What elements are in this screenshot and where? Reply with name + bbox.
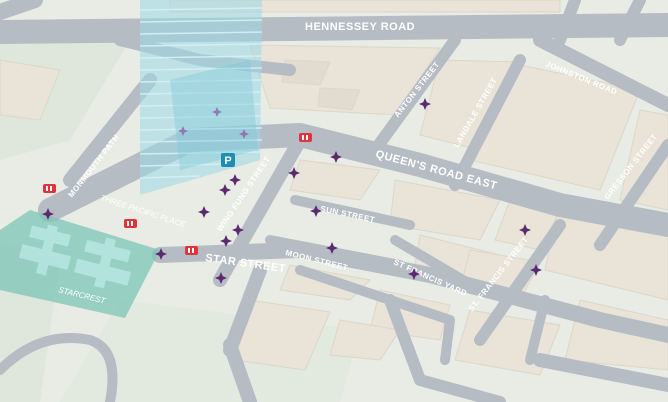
poi-marker-icon[interactable] — [232, 224, 244, 236]
poi-marker-icon[interactable] — [408, 268, 420, 280]
parking-icon[interactable]: P — [221, 153, 235, 167]
poi-marker-icon[interactable] — [519, 224, 531, 236]
poi-marker-icon[interactable] — [330, 151, 342, 163]
poi-marker-icon[interactable] — [42, 208, 54, 220]
poi-marker-icon[interactable] — [530, 264, 542, 276]
poi-marker-icon[interactable] — [212, 107, 222, 117]
restaurant-icon[interactable] — [299, 133, 312, 142]
three-pacific-place-tower[interactable] — [139, 0, 263, 195]
poi-marker-icon[interactable] — [239, 129, 249, 139]
poi-marker-icon[interactable] — [178, 126, 188, 136]
restaurant-icon[interactable] — [124, 219, 137, 228]
restaurant-icon[interactable] — [185, 246, 198, 255]
poi-markers — [42, 98, 542, 284]
poi-marker-icon[interactable] — [288, 167, 300, 179]
restaurant-icons — [43, 133, 312, 255]
poi-marker-icon[interactable] — [310, 205, 322, 217]
starcrest-building[interactable] — [0, 210, 160, 318]
poi-marker-icon[interactable] — [219, 184, 231, 196]
restaurant-icon[interactable] — [43, 184, 56, 193]
poi-markers-faded — [178, 107, 249, 139]
poi-marker-icon[interactable] — [419, 98, 431, 110]
poi-marker-icon[interactable] — [229, 174, 241, 186]
poi-marker-icon[interactable] — [198, 206, 210, 218]
poi-marker-icon[interactable] — [220, 235, 232, 247]
parking-icon-label: P — [224, 155, 231, 167]
poi-marker-icon[interactable] — [155, 248, 167, 260]
hennessey-road-label: HENNESSEY ROAD — [305, 21, 415, 33]
poi-marker-icon[interactable] — [215, 272, 227, 284]
poi-marker-icon[interactable] — [326, 242, 338, 254]
